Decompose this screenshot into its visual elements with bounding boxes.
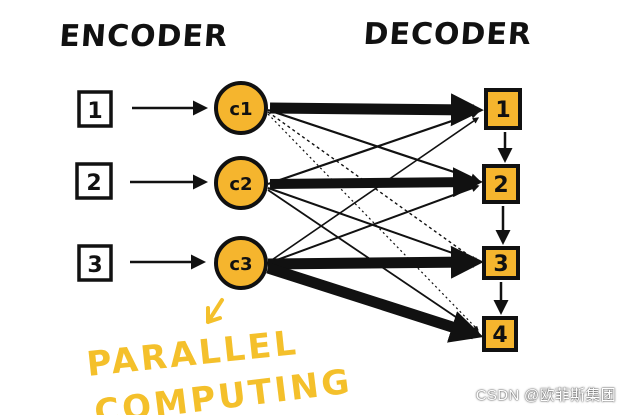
output-box-4: 4 xyxy=(482,316,518,352)
output-label-3: 3 xyxy=(493,252,508,277)
context-circle-3: c3 xyxy=(214,236,268,290)
input-box-1: 1 xyxy=(77,90,113,128)
attention-connections xyxy=(265,108,480,333)
input-box-3: 3 xyxy=(77,244,113,282)
annotation-arrow xyxy=(206,298,224,324)
input-label-3: 3 xyxy=(87,253,102,278)
output-label-1: 1 xyxy=(495,98,510,123)
input-label-2: 2 xyxy=(86,171,101,196)
output-label-4: 4 xyxy=(492,323,507,348)
input-box-2: 2 xyxy=(75,162,113,200)
primary-connections xyxy=(266,93,484,343)
csdn-watermark: CSDN @欧菲斯集团 xyxy=(475,387,616,404)
context-circle-2: c2 xyxy=(214,156,268,210)
output-box-1: 1 xyxy=(484,88,522,130)
context-label-1: c1 xyxy=(229,99,252,120)
output-box-3: 3 xyxy=(482,246,520,280)
encoder-title: ENCODER xyxy=(58,19,229,54)
output-label-2: 2 xyxy=(493,173,508,198)
decoder-title: DECODER xyxy=(362,17,533,52)
context-circle-1: c1 xyxy=(214,81,268,135)
context-label-2: c2 xyxy=(229,174,252,195)
context-label-3: c3 xyxy=(229,254,252,275)
output-box-2: 2 xyxy=(482,164,520,204)
input-label-1: 1 xyxy=(87,99,102,124)
